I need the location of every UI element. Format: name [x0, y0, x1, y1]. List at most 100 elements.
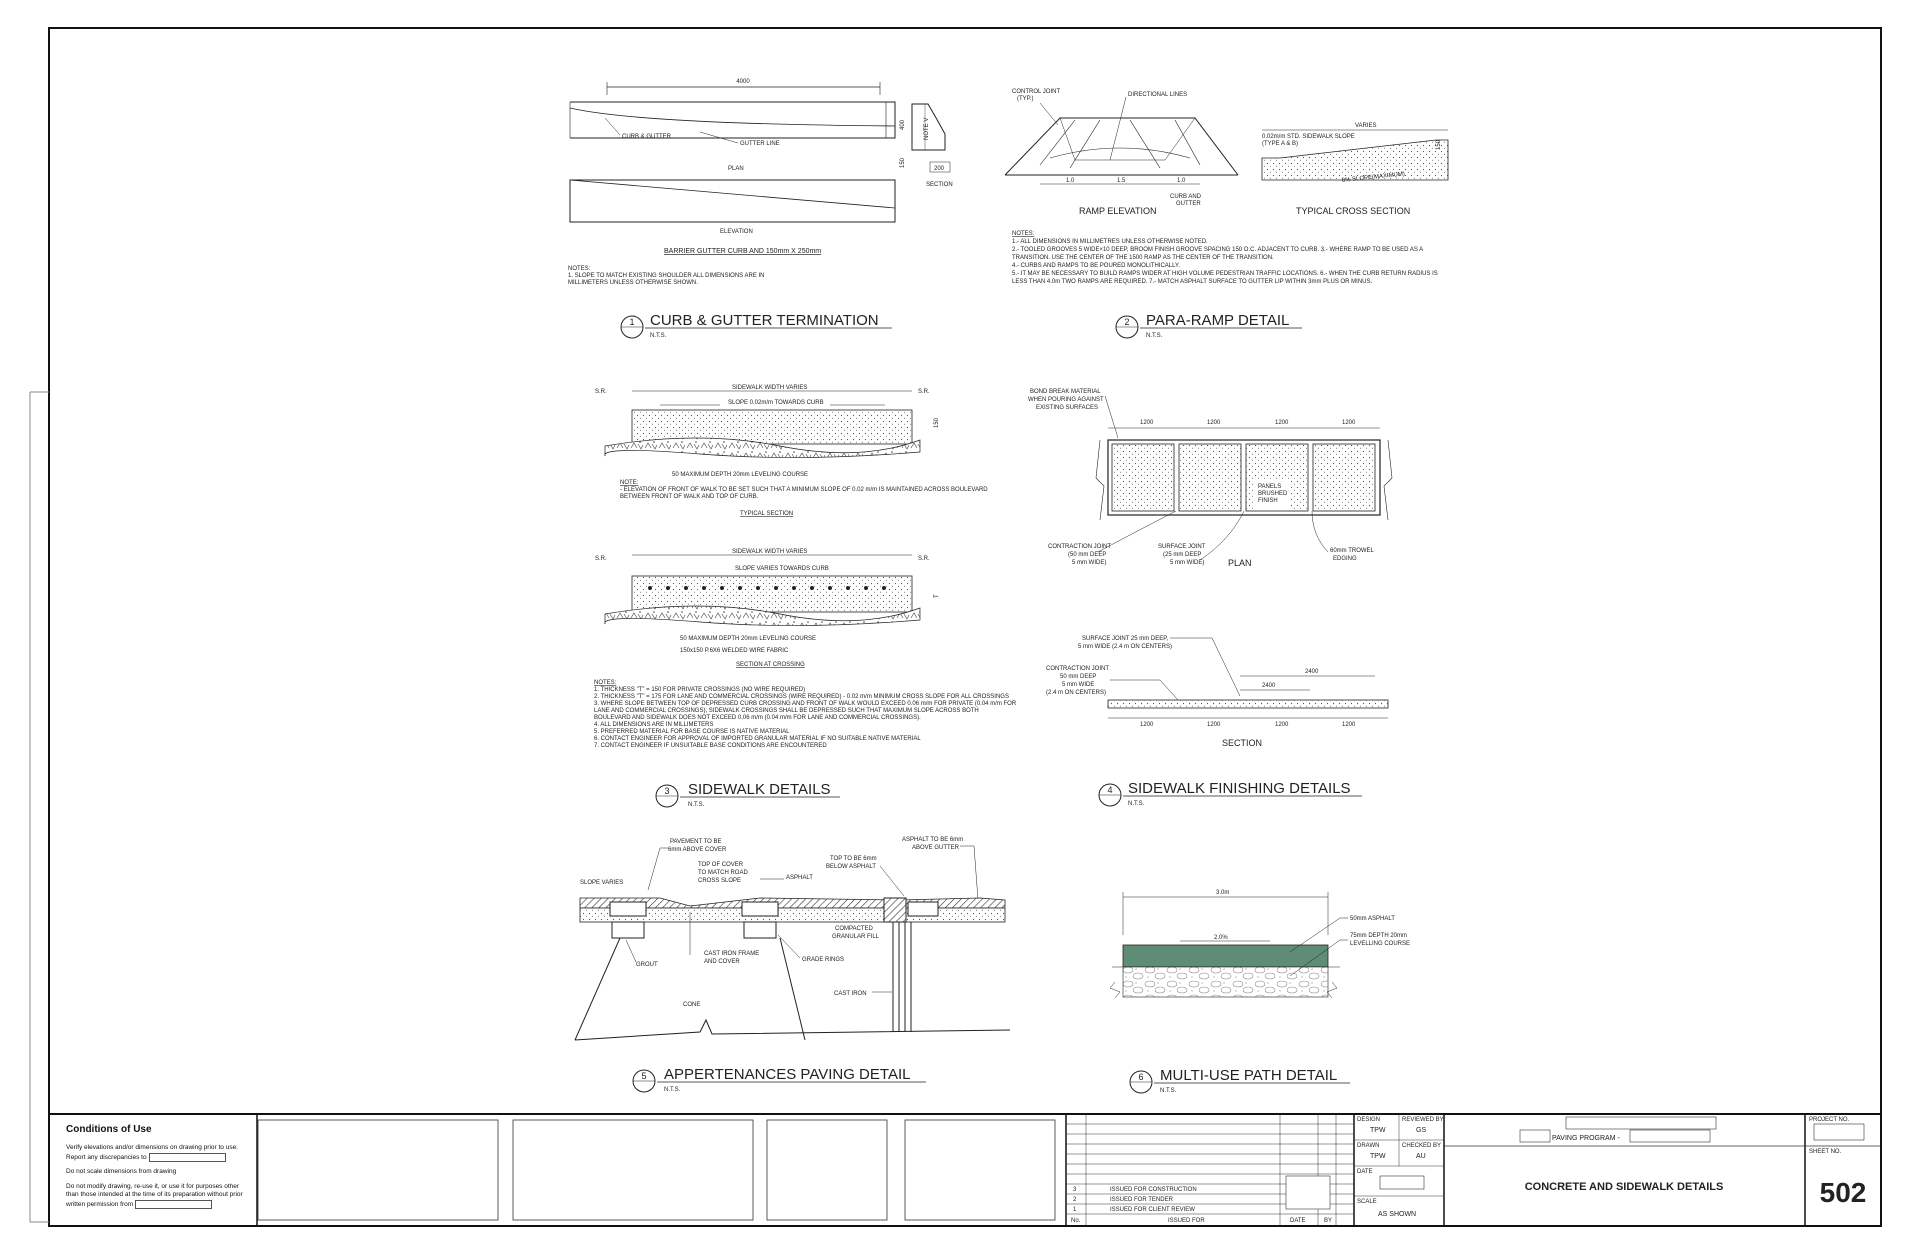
- detail-6-number: 6: [1138, 1072, 1143, 1082]
- sidewalk-typical-section: TYPICAL SECTION: [740, 511, 793, 517]
- app-grout: GROUT: [636, 962, 658, 968]
- reviewed-val: GS: [1416, 1127, 1426, 1134]
- sidewalk-notes-7: 5. PREFERRED MATERIAL FOR BASE COURSE IS…: [594, 729, 790, 735]
- app-compacted1: COMPACTED: [835, 926, 874, 932]
- sidewalk-notes-8: 6. CONTACT ENGINEER FOR APPROVAL OF IMPO…: [594, 736, 921, 742]
- date-label: DATE: [1357, 1169, 1373, 1175]
- sidewalk-sr-right: S.R.: [918, 389, 930, 395]
- ramp-type-ab: (TYPE A & B): [1262, 141, 1298, 147]
- app-pavement1: PAVEMENT TO BE: [670, 839, 721, 845]
- ramp-note-5: 5.- IT MAY BE NECESSARY TO BUILD RAMPS W…: [1012, 271, 1438, 277]
- ramp-note-4: 4.- CURBS AND RAMPS TO BE POURED MONOLIT…: [1012, 263, 1180, 269]
- conditions-of-use: Conditions of Use Verify elevations and/…: [66, 1124, 252, 1209]
- curb-section-label: SECTION: [926, 182, 953, 188]
- fin-sdim-3: 1200: [1275, 722, 1289, 728]
- path-lev1: 75mm DEPTH 20mm: [1350, 933, 1407, 939]
- wire-fabric-dots: [648, 586, 886, 590]
- ramp-varies: VARIES: [1355, 123, 1377, 129]
- detail-5-scale: N.T.S.: [664, 1087, 681, 1093]
- issue-1-desc: ISSUED FOR TENDER: [1110, 1197, 1174, 1203]
- detail-title-5: 5 APPERTENANCES PAVING DETAIL N.T.S.: [632, 1066, 926, 1093]
- curb-elevation-label: ELEVATION: [720, 229, 753, 235]
- fin-dim-4: 1200: [1342, 420, 1356, 426]
- app-pavement2: 6mm ABOVE COVER: [668, 847, 727, 853]
- sheet-border: [48, 27, 1882, 1227]
- curb-note-1: 1. SLOPE TO MATCH EXISTING SHOULDER ALL …: [568, 273, 765, 279]
- curb-dim-4000: 4000: [736, 79, 750, 85]
- ramp-dim-1: 1.0: [1066, 178, 1075, 184]
- condition-3: Do not scale dimensions from drawing: [66, 1168, 177, 1176]
- title-block: 3 ISSUED FOR CONSTRUCTION 2 ISSUED FOR T…: [49, 1113, 1881, 1226]
- fin-cj4: (2.4 m ON CENTERS): [1046, 690, 1106, 696]
- sidewalk-notes-2: 2. THICKNESS "T" = 175 FOR LANE AND COMM…: [594, 694, 1009, 700]
- ramp-curb-gutter: CURB AND: [1170, 194, 1202, 200]
- fin-panels2: BRUSHED: [1258, 491, 1288, 497]
- app-topcover2: TO MATCH ROAD: [698, 870, 748, 876]
- sheet-no-label: SHEET NO.: [1809, 1149, 1842, 1155]
- app-asph-above1: ASPHALT TO BE 6mm: [902, 837, 963, 843]
- fin-panels1: PANELS: [1258, 484, 1281, 490]
- signoff-block: DESIGN TPW REVIEWED BY GS DRAWN TPW CHEC…: [1354, 1114, 1444, 1218]
- fin-bond2: WHEN POURING AGAINST: [1028, 397, 1104, 403]
- fin-bond3: EXISTING SURFACES: [1036, 405, 1098, 411]
- issue-2-no: 1: [1073, 1207, 1077, 1213]
- detail-multi-use-path: 3.0m 2.0% 50mm ASPHALT 75mm DEPTH 20mm L…: [1109, 890, 1410, 999]
- sidewalk-sr-right-2: S.R.: [918, 556, 930, 562]
- fin-dim-3: 1200: [1275, 420, 1289, 426]
- detail-2-number: 2: [1124, 317, 1129, 327]
- fin-trowel1: 60mm TROWEL: [1330, 548, 1375, 554]
- app-top6-2: BELOW ASPHALT: [826, 864, 876, 870]
- sidewalk-slope-typ: SLOPE 0.02m/m TOWARDS CURB: [728, 400, 824, 406]
- sidewalk-slope-cross: SLOPE VARIES TOWARDS CURB: [735, 566, 829, 572]
- drawing-title: CONCRETE AND SIDEWALK DETAILS: [1525, 1181, 1724, 1193]
- permission-contact-field[interactable]: [135, 1199, 213, 1209]
- app-cast-iron: CAST IRON: [834, 991, 867, 997]
- program-label: PAVING PROGRAM -: [1552, 1135, 1620, 1142]
- note-v: NOTE V: [924, 118, 930, 140]
- fin-dim-2400a: 2400: [1305, 669, 1319, 675]
- hdr-by: BY: [1324, 1218, 1332, 1224]
- fin-contraction3: 5 mm WIDE): [1072, 560, 1106, 566]
- fin-cj2: 50 mm DEEP: [1060, 674, 1096, 680]
- fin-sj1: SURFACE JOINT 25 mm DEEP,: [1082, 636, 1168, 642]
- ramp-std-slope: 0.02m/m STD. SIDEWALK SLOPE: [1262, 134, 1355, 140]
- detail-2-title: PARA-RAMP DETAIL: [1146, 312, 1289, 329]
- ramp-note-3: TRANSITION. USE THE CENTER OF THE 1500 R…: [1012, 255, 1274, 261]
- fin-panels3: FINISH: [1258, 498, 1278, 504]
- detail-title-3: 3 SIDEWALK DETAILS N.T.S.: [655, 781, 840, 808]
- detail-curb-gutter: 4000 CURB & GUTTER GUTTER LINE PLAN ELEV…: [568, 79, 953, 286]
- fin-section: SECTION: [1222, 738, 1262, 748]
- detail-4-scale: N.T.S.: [1128, 801, 1145, 807]
- sheet-number-block: PROJECT NO. SHEET NO. 502: [1805, 1117, 1881, 1208]
- checked-val: AU: [1416, 1153, 1426, 1160]
- app-cast-frame1: CAST IRON FRAME: [704, 951, 759, 957]
- program-block: PAVING PROGRAM - CONCRETE AND SIDEWALK D…: [1444, 1116, 1805, 1193]
- sidewalk-sr-left-2: S.R.: [595, 556, 607, 562]
- condition-4: Do not modify drawing, re-use it, or use…: [66, 1182, 240, 1190]
- detail-appurtenances: PAVEMENT TO BE 6mm ABOVE COVER TOP OF CO…: [574, 837, 1011, 1041]
- path-width: 3.0m: [1216, 890, 1229, 896]
- fin-dim-2: 1200: [1207, 420, 1221, 426]
- fin-contraction1: CONTRACTION JOINT: [1048, 544, 1111, 550]
- sidewalk-notes-9: 7. CONTACT ENGINEER IF UNSUITABLE BASE C…: [594, 743, 827, 749]
- app-compacted2: GRANULAR FILL: [832, 934, 880, 940]
- path-lev2: LEVELLING COURSE: [1350, 941, 1410, 947]
- ramp-dim-3: 1.0: [1177, 178, 1186, 184]
- scale-label: SCALE: [1357, 1199, 1377, 1205]
- detail-1-scale: N.T.S.: [650, 333, 667, 339]
- fin-surface3: 5 mm WIDE): [1170, 560, 1204, 566]
- curb-plan-label: PLAN: [728, 166, 744, 172]
- detail-sidewalk: S.R. S.R. SIDEWALK WIDTH VARIES SLOPE 0.…: [594, 385, 1017, 749]
- path-slope: 2.0%: [1214, 935, 1228, 941]
- checked-label: CHECKED BY: [1402, 1143, 1441, 1149]
- fin-sdim-4: 1200: [1342, 722, 1356, 728]
- discrepancy-contact-field[interactable]: [148, 1152, 226, 1162]
- detail-title-2: 2 PARA-RAMP DETAIL N.T.S.: [1115, 312, 1302, 339]
- issue-1-no: 2: [1073, 1197, 1077, 1203]
- fin-sdim-1: 1200: [1140, 722, 1154, 728]
- detail-5-title: APPERTENANCES PAVING DETAIL: [664, 1066, 910, 1083]
- fin-contraction2: (50 mm DEEP: [1068, 552, 1106, 558]
- design-label: DESIGN: [1357, 1117, 1380, 1123]
- sidewalk-notes-1: 1. THICKNESS "T" = 150 FOR PRIVATE CROSS…: [594, 687, 805, 693]
- fin-surface1: SURFACE JOINT: [1158, 544, 1206, 550]
